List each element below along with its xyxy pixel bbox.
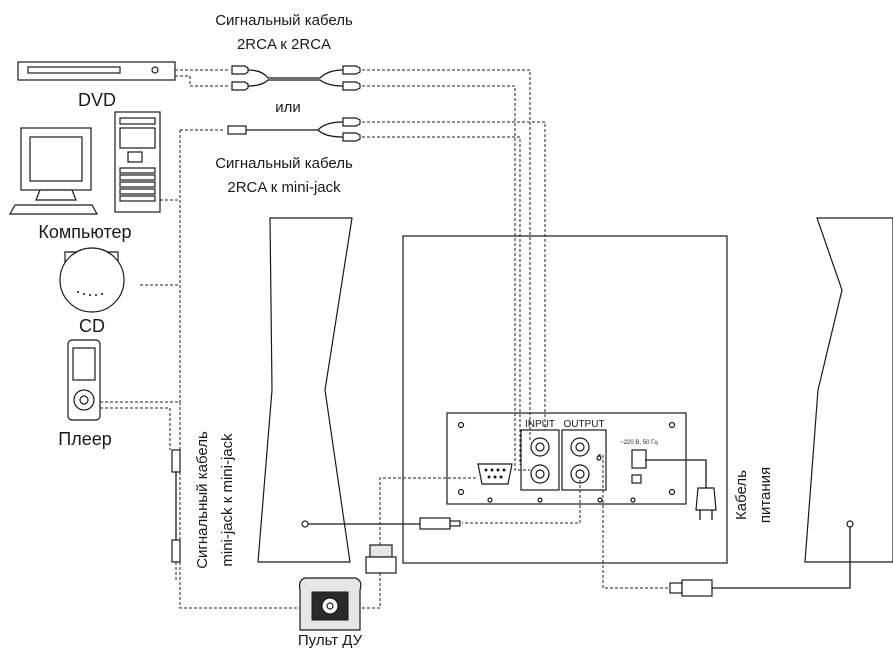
power-cable-label-2: питания <box>757 467 774 523</box>
input-label: INPUT <box>525 419 555 430</box>
signal-cable-rca-label-1: Сигнальный кабель <box>215 12 353 29</box>
dvd-device <box>17 61 176 81</box>
cd-device <box>59 247 125 313</box>
output-label: OUTPUT <box>563 419 604 430</box>
minijack-cable <box>227 117 361 142</box>
minijack-cable-label-2: mini-jack к mini-jack <box>219 433 236 567</box>
minijack-cable-label-1: Сигнальный кабель <box>194 431 211 569</box>
cd-label: CD <box>79 316 105 336</box>
vertical-minijack-cable <box>171 449 181 580</box>
computer-label: Компьютер <box>38 222 131 242</box>
remote-label: Пульт ДУ <box>298 632 363 649</box>
remote-device <box>298 544 397 631</box>
player-label: Плеер <box>58 429 111 449</box>
subwoofer <box>402 235 728 564</box>
right-speaker <box>804 217 893 563</box>
power-plug <box>695 487 717 520</box>
rca-cable <box>231 65 361 91</box>
minijack-plug-subwoofer <box>419 517 713 597</box>
power-cable-label-1: Кабель <box>733 470 750 520</box>
dvd-label: DVD <box>78 90 116 110</box>
computer-device <box>8 111 161 215</box>
cables <box>100 69 851 609</box>
left-speaker <box>257 217 353 563</box>
signal-cable-minijack-label-2: 2RCA к mini-jack <box>227 179 341 196</box>
voltage-label: ~220 В, 50 Гц <box>620 440 658 446</box>
signal-cable-rca-label-2: 2RCA к 2RCA <box>237 36 331 53</box>
player-device <box>67 339 101 421</box>
or-label: или <box>275 99 301 116</box>
db9-connector <box>477 463 513 485</box>
signal-cable-minijack-label-1: Сигнальный кабель <box>215 155 353 172</box>
power-switch <box>631 474 642 484</box>
power-socket <box>631 449 647 469</box>
